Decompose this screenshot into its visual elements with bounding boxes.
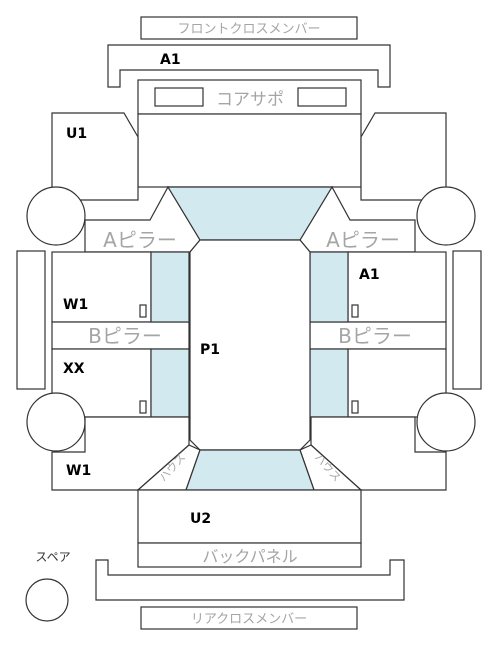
left-rear-door-code: XX	[63, 361, 85, 377]
left-front-fender[interactable]	[51, 112, 139, 201]
front-bumper-bracket[interactable]	[107, 44, 391, 88]
spare-tire[interactable]	[25, 578, 69, 622]
right-front-door[interactable]	[347, 251, 447, 323]
right-front-wheel[interactable]	[416, 186, 476, 246]
left-front-fender-code: U1	[66, 126, 87, 142]
back-panel-label: バックパネル	[202, 547, 297, 566]
front-cross-member-label: フロントクロスメンバー	[177, 22, 320, 37]
right-rear-wheel[interactable]	[416, 392, 476, 452]
left-side-sill[interactable]	[16, 250, 46, 390]
rear-cross-member-label: リアクロスメンバー	[191, 612, 307, 627]
roof-code: P1	[200, 342, 220, 358]
left-rear-window[interactable]	[150, 348, 190, 418]
right-front-door-code: A1	[359, 267, 380, 283]
right-b-pillar[interactable]	[309, 321, 447, 350]
right-a-pillar-label: Aピラー	[326, 228, 400, 252]
rear-window[interactable]	[185, 449, 315, 491]
left-front-wheel[interactable]	[26, 186, 86, 246]
right-rear-door-handle[interactable]	[351, 400, 359, 414]
back-panel[interactable]	[137, 542, 362, 568]
trunk-code: U2	[190, 511, 211, 527]
right-front-door-handle[interactable]	[351, 304, 359, 318]
trunk-lid[interactable]	[137, 489, 362, 544]
left-rear-door-handle[interactable]	[139, 400, 147, 414]
right-b-pillar-label: Bピラー	[338, 324, 412, 348]
right-front-fender[interactable]	[360, 112, 447, 201]
left-rear-wheel[interactable]	[26, 392, 86, 452]
front-cross-member-box	[140, 16, 358, 40]
front-bumper-code: A1	[160, 52, 181, 68]
right-front-window[interactable]	[309, 251, 349, 323]
left-rear-quarter-code: W1	[66, 463, 91, 479]
left-front-window[interactable]	[150, 251, 190, 323]
spare-tire-label: スペア	[35, 550, 70, 564]
left-headlight[interactable]	[154, 87, 204, 107]
left-front-door-code: W1	[63, 297, 88, 313]
left-rear-quarter[interactable]	[51, 416, 190, 491]
left-b-pillar-label: Bピラー	[88, 324, 162, 348]
hood-panel[interactable]	[137, 113, 362, 188]
left-front-door-handle[interactable]	[139, 304, 147, 318]
right-side-sill[interactable]	[452, 250, 482, 390]
right-headlight[interactable]	[297, 87, 347, 107]
core-support-label: コアサポ	[216, 90, 284, 110]
rear-cross-member-box	[140, 606, 358, 630]
right-rear-quarter[interactable]	[310, 416, 447, 491]
right-rear-window[interactable]	[309, 348, 349, 418]
rear-bumper-bracket[interactable]	[95, 559, 405, 601]
left-a-pillar-label: Aピラー	[103, 228, 177, 252]
